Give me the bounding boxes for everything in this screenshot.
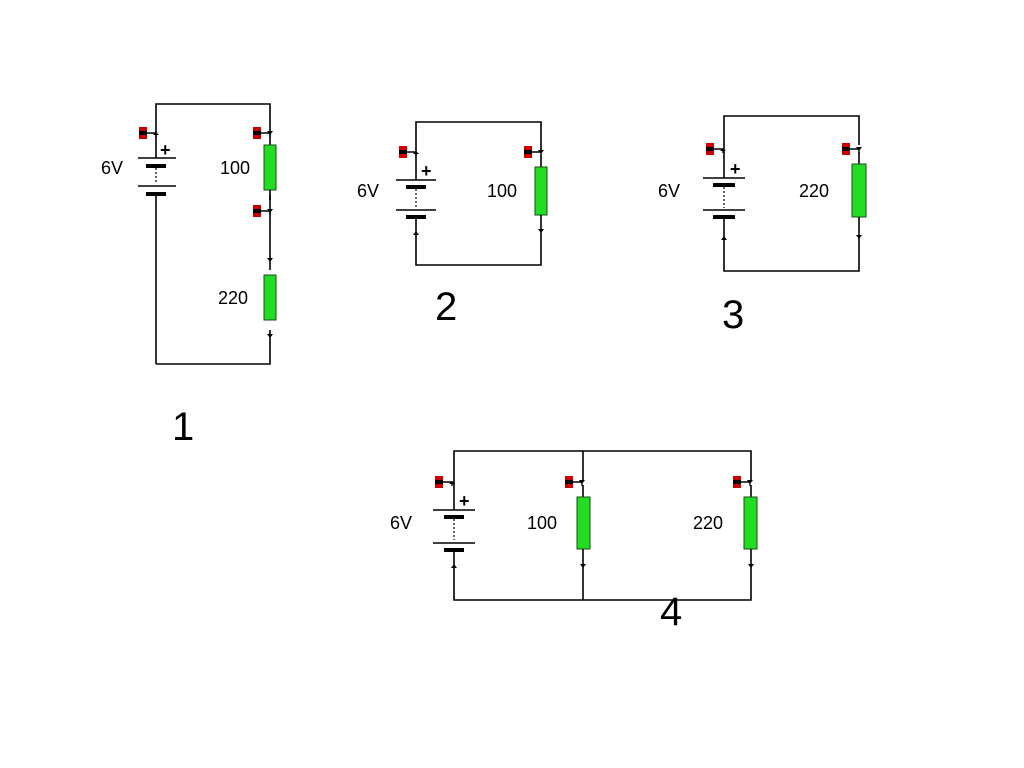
terminal-marker — [721, 236, 727, 240]
terminal-marker — [748, 564, 754, 568]
probe-connector[interactable] — [435, 476, 455, 488]
resistor — [851, 163, 867, 218]
terminal-marker — [580, 564, 586, 568]
resistor-label: 220 — [218, 288, 248, 308]
resistor-label: 100 — [527, 513, 557, 533]
terminal-marker — [451, 564, 457, 568]
battery-voltage-label: 6V — [101, 158, 123, 178]
battery-polarity-label: + — [459, 491, 470, 511]
resistor — [263, 144, 277, 191]
battery-voltage-label: 6V — [658, 181, 680, 201]
battery: + 6V — [658, 145, 745, 238]
probe-connector[interactable] — [253, 205, 273, 217]
battery-polarity-label: + — [421, 161, 432, 181]
resistor — [576, 496, 591, 550]
terminal-marker — [856, 235, 862, 239]
resistor — [534, 166, 548, 216]
wires — [155, 103, 271, 365]
circuit-number: 2 — [435, 285, 457, 329]
probe-connector[interactable] — [842, 143, 862, 155]
probe-connector[interactable] — [565, 476, 585, 488]
circuit-1: + 6V 100 220 1 — [101, 103, 277, 449]
battery-voltage-label: 6V — [357, 181, 379, 201]
circuit-number: 3 — [722, 293, 744, 337]
circuit-3: + 6V 220 3 — [658, 115, 867, 337]
battery-voltage-label: 6V — [390, 513, 412, 533]
probe-connector[interactable] — [733, 476, 753, 488]
resistor-label: 100 — [487, 181, 517, 201]
resistor — [263, 274, 277, 321]
terminal-marker — [267, 258, 273, 262]
terminal-marker — [267, 334, 273, 338]
resistor-label: 220 — [693, 513, 723, 533]
circuit-number: 1 — [172, 405, 194, 449]
probe-connector[interactable] — [706, 143, 726, 155]
terminal-marker — [413, 231, 419, 235]
terminal-marker — [538, 229, 544, 233]
resistor — [743, 496, 758, 550]
battery: + 6V — [390, 480, 475, 565]
probe-connector[interactable] — [524, 146, 544, 158]
resistor-label: 220 — [799, 181, 829, 201]
circuit-4: + 6V 100 220 4 — [390, 450, 758, 634]
battery: + 6V — [101, 134, 176, 210]
resistor-label: 100 — [220, 158, 250, 178]
battery-polarity-label: + — [730, 159, 741, 179]
circuit-number: 4 — [660, 590, 682, 634]
battery-polarity-label: + — [160, 140, 171, 160]
probe-connector[interactable] — [139, 127, 159, 139]
probe-connector[interactable] — [399, 146, 419, 158]
circuit-2: + 6V 100 2 — [357, 121, 548, 329]
